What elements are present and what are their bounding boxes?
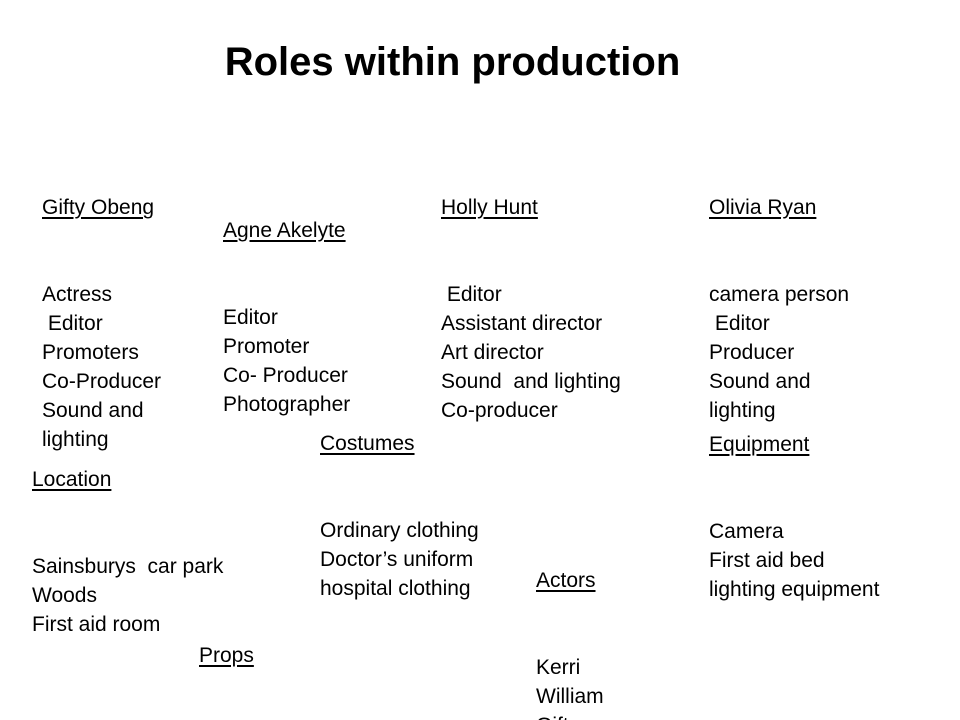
block-line: Gifty xyxy=(536,711,604,720)
block-line: Editor xyxy=(441,283,502,306)
block-line: camera person xyxy=(709,283,850,306)
block-line: Sound and xyxy=(42,399,144,422)
block-line: lighting xyxy=(709,399,776,422)
block-line: Actress xyxy=(42,283,113,306)
block-line: Editor xyxy=(709,312,770,335)
slide-title: Roles within production xyxy=(224,40,681,84)
block-line: Assistant director xyxy=(441,312,603,335)
block-line: Camera xyxy=(709,520,784,543)
block-line: Co-Producer xyxy=(42,370,162,393)
role-block-actors: Actors KerriWilliamGiftyAnah xyxy=(536,508,604,720)
block-line: Doctor’s uniform xyxy=(320,548,474,571)
block-heading: Agne Akelyte xyxy=(223,219,346,242)
block-line: Woods xyxy=(32,584,97,607)
block-line: Sound and lighting xyxy=(441,370,621,393)
block-line: William xyxy=(536,685,604,708)
block-line: Sainsburys car park xyxy=(32,555,224,578)
block-heading: Actors xyxy=(536,569,596,592)
block-line: Promoter xyxy=(223,335,310,358)
block-line: lighting xyxy=(42,428,109,451)
block-line: Producer xyxy=(709,341,795,364)
block-line: Ordinary clothing xyxy=(320,519,479,542)
block-line: Editor xyxy=(223,306,278,329)
block-line: Kerri xyxy=(536,656,581,679)
block-heading: Location xyxy=(32,468,112,491)
block-heading: Props xyxy=(199,644,254,667)
block-heading: Equipment xyxy=(709,433,810,456)
block-line: Editor xyxy=(42,312,103,335)
block-heading: Gifty Obeng xyxy=(42,196,155,219)
block-line: Promoters xyxy=(42,341,139,364)
block-heading: Costumes xyxy=(320,432,415,455)
block-heading: Olivia Ryan xyxy=(709,196,817,219)
block-line: Sound and xyxy=(709,370,811,393)
block-heading: Holly Hunt xyxy=(441,196,538,219)
block-line: lighting equipment xyxy=(709,578,880,601)
block-line: hospital clothing xyxy=(320,577,471,600)
block-line: Photographer xyxy=(223,393,351,416)
block-line: First aid room xyxy=(32,613,161,636)
block-line: Art director xyxy=(441,341,544,364)
block-line: First aid bed xyxy=(709,549,825,572)
block-line: Co- Producer xyxy=(223,364,348,387)
role-block-props: Props Car xyxy=(199,583,254,720)
block-line: Co-producer xyxy=(441,399,558,422)
